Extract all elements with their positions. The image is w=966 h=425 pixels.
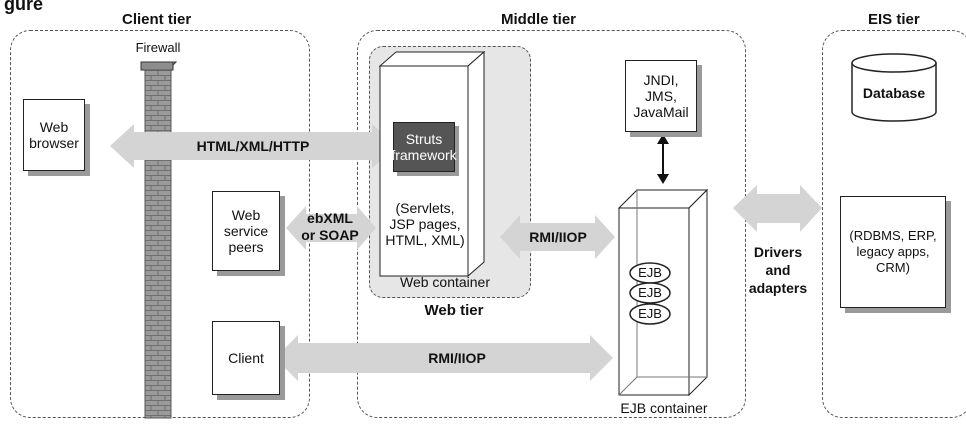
ejb-container-label: EJB container <box>620 400 708 416</box>
jndi-ejb-arrow <box>657 134 669 184</box>
ejb-label-1: EJB <box>638 265 662 280</box>
ejb-label-2: EJB <box>638 285 662 300</box>
client-box: Client <box>212 321 280 395</box>
servlets-label: (Servlets, JSP pages, HTML, XML) <box>385 200 465 248</box>
http-arrow-label: HTML/XML/HTTP <box>196 138 310 154</box>
firewall-wall <box>140 61 178 419</box>
database-label: Database <box>862 85 926 101</box>
rmi-bottom-arrow-label: RMI/IIOP <box>428 350 486 366</box>
web-browser-box: Web browser <box>23 99 85 171</box>
soap-arrow <box>286 206 376 250</box>
struts-framework-box: Struts framework <box>391 122 457 172</box>
ejb-bean-3 <box>629 303 671 325</box>
drivers-arrow <box>733 185 822 232</box>
web-service-peers-box: Web service peers <box>212 191 280 271</box>
middle-tier-title: Middle tier <box>501 11 577 28</box>
web-tier-label: Web tier <box>424 302 484 319</box>
eis-systems-box: (RDBMS, ERP, legacy apps, CRM) <box>840 196 946 308</box>
figure-title-fragment: gure <box>4 0 44 14</box>
http-arrow <box>110 124 398 168</box>
web-container-label: Web container <box>399 274 490 290</box>
eis-tier-title: EIS tier <box>868 11 920 28</box>
jndi-box: JNDI, JMS, JavaMail <box>625 60 697 132</box>
client-tier-title: Client tier <box>122 11 192 28</box>
database-icon <box>851 53 937 122</box>
soap-arrow-label: ebXML or SOAP <box>301 210 359 243</box>
rmi-top-arrow-label: RMI/IIOP <box>529 229 587 245</box>
rmi-top-arrow <box>500 215 615 259</box>
rmi-bottom-arrow <box>275 335 613 381</box>
eis-tier-region <box>822 30 966 418</box>
firewall-label: Firewall <box>135 40 181 55</box>
ejb-bean-2 <box>629 282 671 304</box>
web-container-box <box>378 50 486 278</box>
ejb-container-box <box>617 188 709 397</box>
ejb-label-3: EJB <box>638 306 662 321</box>
drivers-arrow-label: Drivers and adapters <box>748 244 808 296</box>
